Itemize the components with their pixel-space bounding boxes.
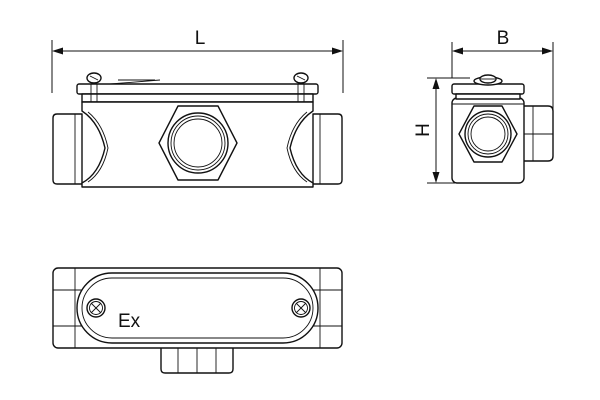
front-view: L xyxy=(51,28,344,188)
width-label: B xyxy=(497,28,510,49)
cover-screw-top-right xyxy=(291,298,311,318)
top-view: Ex xyxy=(52,267,343,374)
length-label: L xyxy=(195,28,206,49)
cover-screw-left xyxy=(86,72,102,104)
height-label: H xyxy=(413,123,434,137)
top-screw-side xyxy=(473,74,503,86)
hex-hub-front xyxy=(158,105,238,181)
cover-screw-top-left xyxy=(86,298,106,318)
hex-hub-side xyxy=(458,105,518,163)
ex-marking-label: Ex xyxy=(118,311,141,332)
dimension-length: L xyxy=(51,28,344,93)
cover-screw-right xyxy=(293,72,309,104)
dimension-width: B xyxy=(451,28,554,110)
side-view: B H xyxy=(413,28,554,184)
dimension-height: H xyxy=(413,77,470,184)
